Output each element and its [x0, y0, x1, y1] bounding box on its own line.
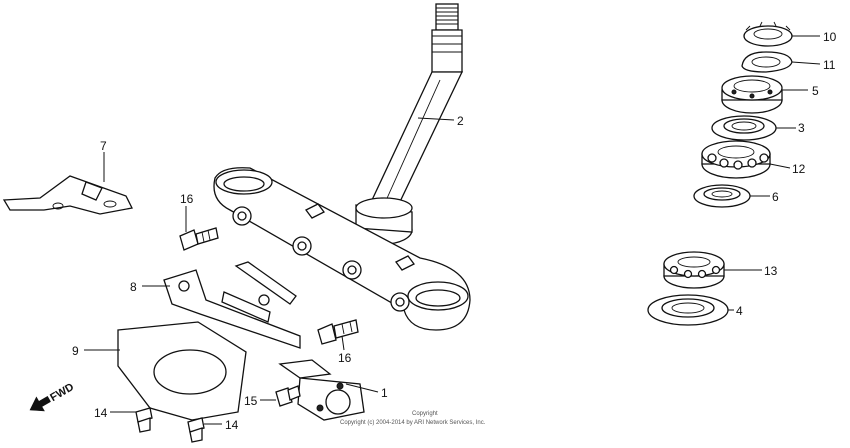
callout-8: 8: [130, 280, 137, 294]
callout-3: 3: [798, 121, 805, 135]
callout-2: 2: [457, 114, 464, 128]
callout-10: 10: [823, 30, 837, 44]
callout-14-right: 14: [225, 418, 239, 432]
bracket-8: [163, 261, 301, 349]
callout-7: 7: [100, 139, 107, 153]
forward-arrow-icon: [29, 396, 51, 412]
callout-16-upper: 16: [180, 192, 194, 206]
screw-14-right: [187, 417, 205, 443]
callout-9: 9: [72, 344, 79, 358]
steering-bottom-bridge: [213, 167, 471, 331]
race-6: [693, 184, 751, 208]
adjusting-nut-5: [721, 75, 783, 114]
callout-1: 1: [381, 386, 388, 400]
screw-14-left: [135, 407, 153, 433]
bolt-16-lower: [317, 319, 359, 345]
bracket-7: [2, 175, 133, 215]
bearing-13: [663, 251, 725, 289]
callout-11: 11: [823, 58, 836, 72]
copyright-line-2: Copyright (c) 2004-2014 by ARI Network S…: [340, 420, 486, 426]
fwd-label: FWD: [48, 381, 76, 404]
callout-labels: 1 2 3 4 5 6 7 8 9 10 11 12 13 14 14 15 1…: [72, 30, 837, 432]
callout-6: 6: [772, 190, 779, 204]
copyright-line-1: Copyright: [412, 411, 438, 417]
callout-15: 15: [244, 394, 258, 408]
bolt-16-upper: [179, 227, 219, 251]
callout-4: 4: [736, 304, 743, 318]
steering-stem: [355, 3, 464, 245]
lock-washer-11: [741, 51, 793, 73]
switch-assembly-1: [278, 359, 365, 421]
nut-10: [743, 21, 793, 47]
callout-5: 5: [812, 84, 819, 98]
leader-lines: [84, 35, 821, 425]
callout-16-lower: 16: [338, 351, 352, 365]
bolt-15: [275, 385, 301, 407]
race-4: [647, 294, 729, 326]
plate-9: [117, 321, 247, 421]
dust-seal-3: [711, 115, 777, 141]
callout-14-left: 14: [94, 406, 108, 420]
bearing-12: [701, 140, 771, 179]
callout-13: 13: [764, 264, 778, 278]
callout-12: 12: [792, 162, 806, 176]
forward-direction-indicator: FWD: [29, 381, 76, 412]
